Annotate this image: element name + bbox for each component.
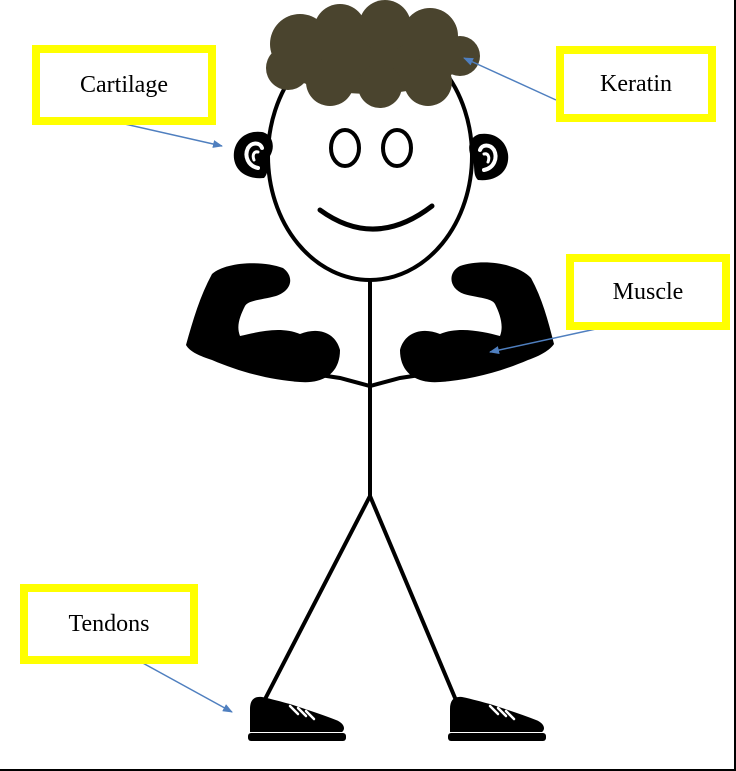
label-tendons: Tendons [20, 584, 198, 664]
label-keratin: Keratin [556, 46, 716, 122]
flexed-bicep-icon [400, 262, 554, 382]
shoe-icon [448, 697, 546, 741]
label-muscle: Muscle [566, 254, 730, 330]
legs [262, 496, 458, 705]
right-eye [383, 130, 411, 166]
label-cartilage: Cartilage [32, 45, 216, 125]
left-eye [331, 130, 359, 166]
arrow-keratin [464, 58, 556, 100]
ear-icon [469, 134, 508, 181]
arrow-tendons [130, 656, 232, 712]
shoe-icon [248, 697, 346, 741]
ear-icon [234, 132, 273, 179]
flexed-bicep-icon [186, 263, 340, 382]
arrow-cartilage [116, 122, 222, 146]
